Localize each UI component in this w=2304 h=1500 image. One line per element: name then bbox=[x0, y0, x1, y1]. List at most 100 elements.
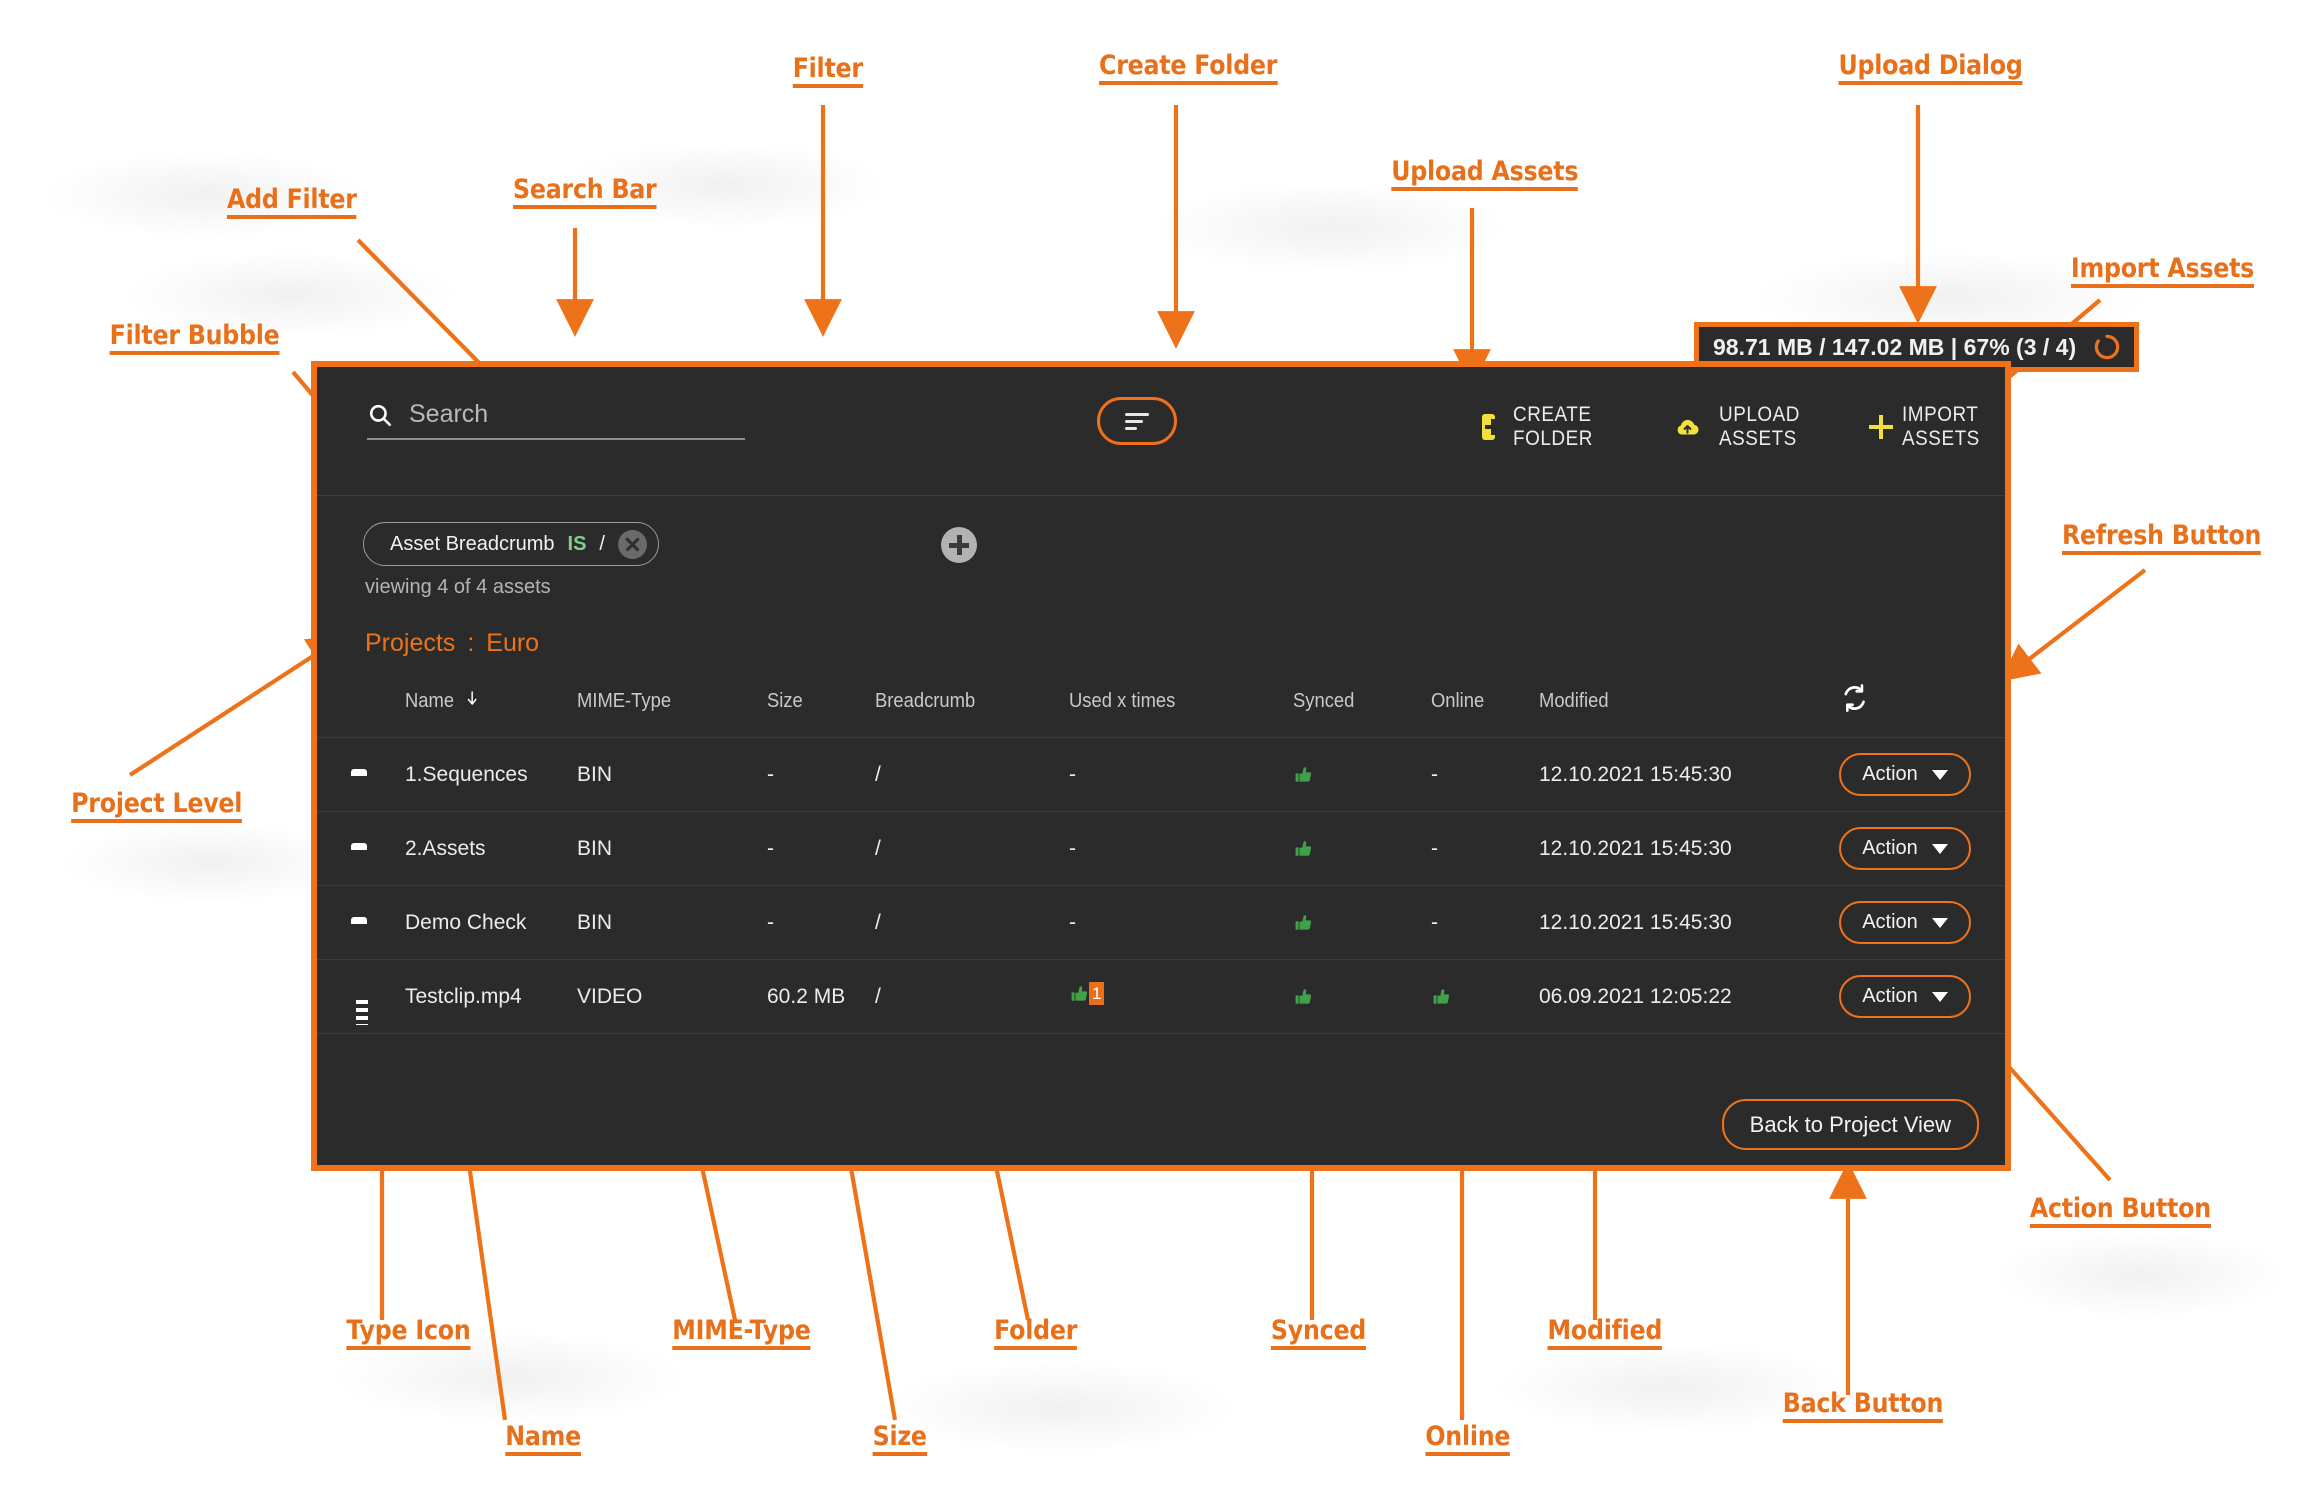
action-button[interactable]: Action bbox=[1839, 827, 1971, 870]
cell-online: - bbox=[1431, 762, 1438, 786]
upload-progress-text: 98.71 MB / 147.02 MB | 67% (3 / 4) bbox=[1713, 333, 2077, 360]
cell-online bbox=[1431, 960, 1539, 1034]
action-button-label: Action bbox=[1862, 837, 1918, 859]
cell-size: - bbox=[767, 762, 774, 786]
annotation-filter-bubble: Filter Bubble bbox=[109, 321, 280, 356]
add-filter-button[interactable] bbox=[941, 527, 977, 563]
cell-mime: BIN bbox=[577, 836, 613, 860]
annotation-filter: Filter bbox=[792, 54, 863, 89]
filter-bubble[interactable]: Asset Breadcrumb IS / bbox=[363, 522, 659, 566]
remove-filter-icon[interactable] bbox=[617, 529, 647, 559]
cell-name: Testclip.mp4 bbox=[405, 984, 522, 1008]
cell-action: Action bbox=[1839, 812, 2005, 886]
sort-down-icon bbox=[467, 690, 478, 713]
import-assets-button[interactable]: IMPORT ASSETS bbox=[1868, 403, 2005, 451]
cell-size: 60.2 MB bbox=[767, 984, 846, 1008]
refresh-icon[interactable] bbox=[1839, 681, 1870, 715]
annotation-back-button: Back Button bbox=[1782, 1389, 1943, 1424]
background-blob bbox=[1150, 180, 1510, 275]
filter-operator-label: IS bbox=[567, 532, 587, 555]
cell-mime: BIN bbox=[577, 910, 613, 934]
th-name[interactable]: Name bbox=[405, 671, 563, 738]
th-used-x-times[interactable]: Used x times bbox=[1069, 689, 1176, 712]
used-count-badge: 1 bbox=[1089, 982, 1105, 1005]
cell-mime: VIDEO bbox=[577, 984, 643, 1008]
annotation-create-folder: Create Folder bbox=[1099, 51, 1278, 86]
search-icon bbox=[367, 402, 393, 428]
breadcrumb-root[interactable]: Projects bbox=[365, 629, 456, 657]
annotation-upload-dialog: Upload Dialog bbox=[1838, 51, 2023, 86]
th-size[interactable]: Size bbox=[767, 689, 803, 712]
cell-online: - bbox=[1431, 836, 1438, 860]
filter-value-label: / bbox=[599, 532, 605, 555]
th-synced[interactable]: Synced bbox=[1293, 689, 1355, 712]
background-blob bbox=[880, 1360, 1240, 1455]
action-button[interactable]: Action bbox=[1839, 753, 1971, 796]
background-blob bbox=[1990, 1230, 2290, 1320]
thumbs-up-icon bbox=[1293, 837, 1315, 861]
annotation-project-level: Project Level bbox=[71, 789, 242, 824]
th-mime-type[interactable]: MIME-Type bbox=[577, 689, 672, 712]
background-blob bbox=[330, 1330, 690, 1425]
table-row[interactable]: Demo Check BIN - / - - 12.10.2021 15:45:… bbox=[317, 885, 2005, 960]
thumbs-up-icon bbox=[1431, 985, 1453, 1009]
cell-size: - bbox=[767, 910, 774, 934]
filter-icon bbox=[1125, 412, 1149, 430]
thumbs-up-icon bbox=[1069, 982, 1091, 1006]
annotation-name: Name bbox=[505, 1422, 581, 1457]
cell-used: - bbox=[1069, 762, 1076, 786]
thumbs-up-icon bbox=[1293, 763, 1315, 787]
action-button[interactable]: Action bbox=[1839, 975, 1971, 1018]
asset-table: Name MIME-Type Size Breadcrumb Used x ti… bbox=[317, 671, 2005, 1034]
filter-field-label: Asset Breadcrumb bbox=[390, 532, 555, 555]
breadcrumb-separator: : bbox=[467, 629, 475, 657]
asset-table-header: Name MIME-Type Size Breadcrumb Used x ti… bbox=[317, 671, 2005, 738]
background-blob bbox=[60, 820, 360, 905]
cell-used: 1 bbox=[1069, 960, 1293, 1034]
annotation-folder: Folder bbox=[994, 1316, 1077, 1351]
used-indicator: 1 bbox=[1069, 982, 1105, 1006]
chevron-down-icon bbox=[1931, 769, 1948, 780]
annotation-action-button: Action Button bbox=[2029, 1194, 2211, 1229]
plus-icon bbox=[1868, 414, 1894, 440]
upload-assets-label: UPLOAD ASSETS bbox=[1718, 403, 1800, 450]
action-button-label: Action bbox=[1862, 763, 1918, 785]
search-input[interactable]: Search bbox=[409, 400, 489, 428]
create-folder-label: CREATE FOLDER bbox=[1512, 403, 1593, 450]
cell-modified: 06.09.2021 12:05:22 bbox=[1539, 984, 1732, 1008]
thumbs-up-icon bbox=[1293, 911, 1315, 935]
th-breadcrumb[interactable]: Breadcrumb bbox=[875, 689, 976, 712]
th-online[interactable]: Online bbox=[1431, 689, 1485, 712]
annotation-size: Size bbox=[872, 1422, 927, 1457]
table-row[interactable]: Testclip.mp4 VIDEO 60.2 MB / 1 bbox=[317, 959, 2005, 1034]
cell-synced bbox=[1293, 960, 1431, 1034]
annotation-synced: Synced bbox=[1270, 1316, 1366, 1351]
chevron-down-icon bbox=[1931, 843, 1948, 854]
search-bar[interactable]: Search bbox=[367, 400, 745, 440]
cell-size: - bbox=[767, 836, 774, 860]
annotation-search-bar: Search Bar bbox=[513, 175, 657, 210]
th-type-icon bbox=[317, 671, 398, 738]
cell-action: Action bbox=[1839, 738, 2005, 812]
table-row[interactable]: 1.Sequences BIN - / - - 12.10.2021 15:45… bbox=[317, 737, 2005, 812]
upload-assets-button[interactable]: UPLOAD ASSETS bbox=[1674, 403, 1815, 451]
annotation-import-assets: Import Assets bbox=[2070, 254, 2254, 289]
back-to-project-view-button[interactable]: Back to Project View bbox=[1721, 1099, 1979, 1150]
annotation-mime-type: MIME-Type bbox=[672, 1316, 811, 1351]
cell-breadcrumb: / bbox=[875, 762, 881, 786]
breadcrumb-current[interactable]: Euro bbox=[486, 629, 540, 657]
cell-synced bbox=[1293, 812, 1431, 886]
filter-button[interactable] bbox=[1097, 397, 1177, 445]
footer: Back to Project View bbox=[1721, 1099, 1979, 1150]
cell-action: Action bbox=[1839, 960, 2005, 1034]
table-row[interactable]: 2.Assets BIN - / - - 12.10.2021 15:45:30 bbox=[317, 811, 2005, 886]
create-folder-button[interactable]: CREATE FOLDER bbox=[1482, 403, 1620, 451]
action-button[interactable]: Action bbox=[1839, 901, 1971, 944]
asset-table-body: 1.Sequences BIN - / - - 12.10.2021 15:45… bbox=[317, 737, 2005, 1034]
background-blob bbox=[560, 140, 890, 230]
annotation-online: Online bbox=[1425, 1422, 1510, 1457]
th-modified[interactable]: Modified bbox=[1539, 689, 1609, 712]
upload-cloud-icon bbox=[1674, 414, 1701, 441]
cell-name: 2.Assets bbox=[405, 836, 486, 860]
